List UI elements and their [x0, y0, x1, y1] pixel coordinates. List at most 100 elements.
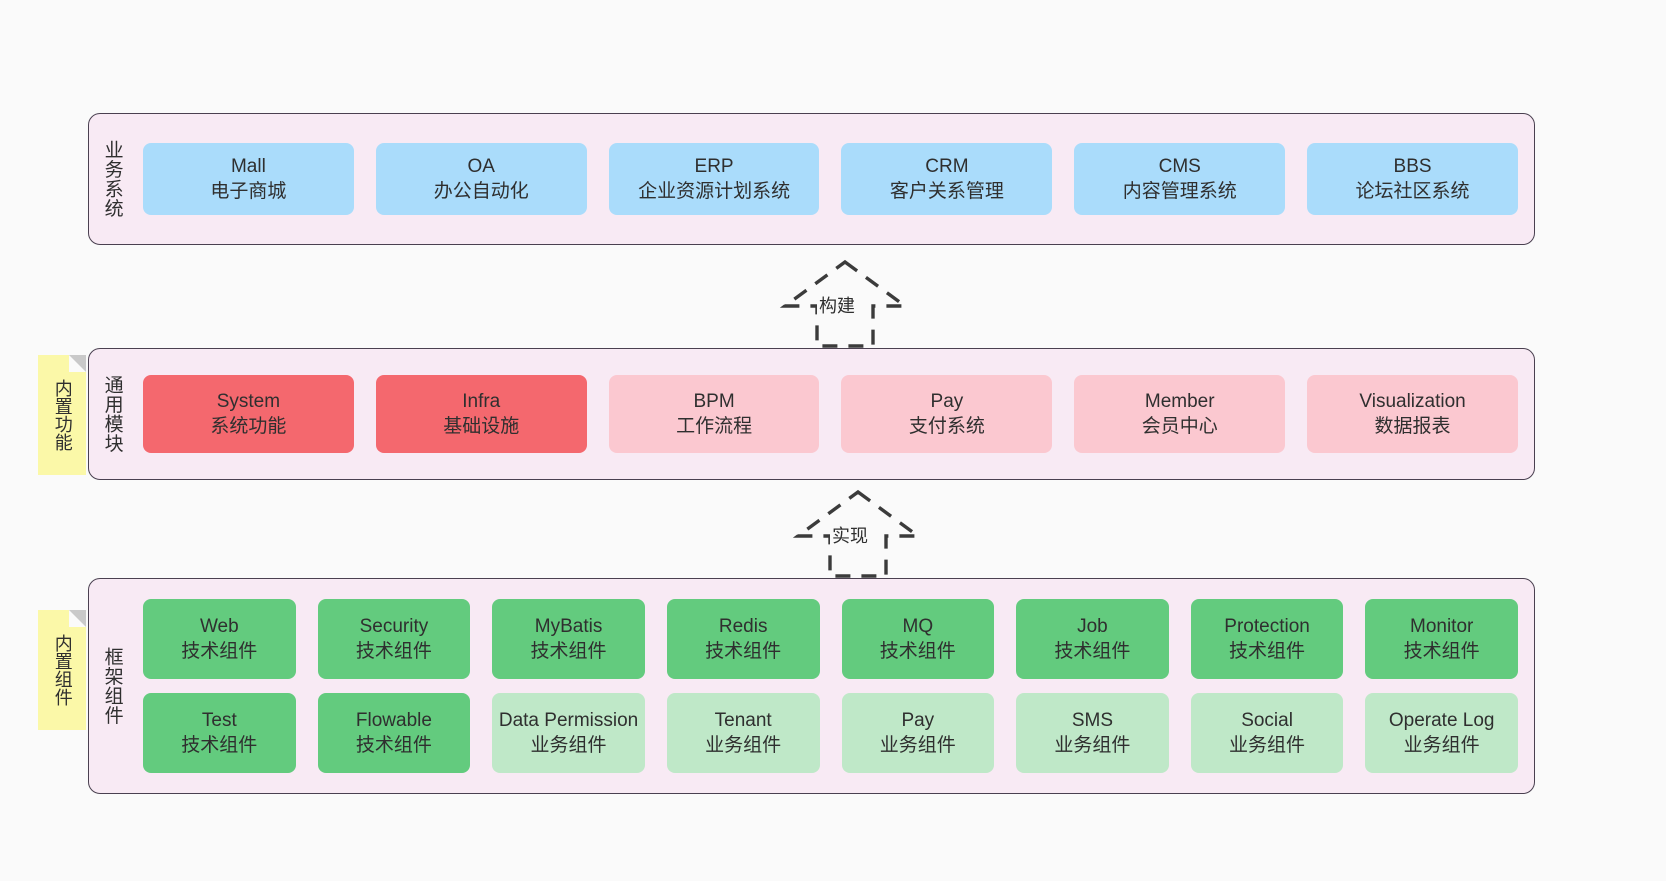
card-subtitle: 业务组件	[705, 735, 782, 756]
card-title: Mall	[230, 155, 266, 177]
card-title: Redis	[718, 615, 768, 637]
card-subtitle: 电子商城	[210, 181, 287, 202]
layer-business-systems: 业务系统 Mall 电子商城 OA 办公自动化 ERP 企业资源计划系统 CRM…	[88, 113, 1535, 245]
card-data-permission[interactable]: Data Permission 业务组件	[492, 693, 645, 773]
card-erp[interactable]: ERP 企业资源计划系统	[608, 143, 820, 215]
layer-body-module: System 系统功能 Infra 基础设施 BPM 工作流程 Pay 支付系统…	[135, 349, 1534, 479]
card-title: MQ	[902, 615, 934, 637]
card-subtitle: 技术组件	[1403, 641, 1480, 662]
card-title: Protection	[1224, 615, 1310, 637]
card-title: Test	[201, 709, 237, 731]
card-subtitle: 企业资源计划系统	[638, 181, 791, 202]
card-subtitle: 工作流程	[676, 416, 753, 437]
card-row: Mall 电子商城 OA 办公自动化 ERP 企业资源计划系统 CRM 客户关系…	[143, 143, 1518, 215]
card-mall[interactable]: Mall 电子商城	[143, 143, 354, 215]
card-subtitle: 技术组件	[1229, 641, 1306, 662]
card-pay-module[interactable]: Pay 支付系统	[841, 375, 1053, 453]
card-title: CRM	[925, 155, 969, 177]
card-test[interactable]: Test 技术组件	[143, 693, 296, 773]
card-subtitle: 业务组件	[1403, 735, 1480, 756]
card-bbs[interactable]: BBS 论坛社区系统	[1307, 143, 1518, 215]
card-subtitle: 技术组件	[181, 735, 258, 756]
card-security[interactable]: Security 技术组件	[317, 599, 471, 679]
card-title: Web	[199, 615, 239, 637]
layer-title-module: 通用模块	[101, 375, 123, 453]
card-subtitle: 技术组件	[355, 735, 432, 756]
connector-implement-label: 实现	[830, 522, 870, 548]
card-subtitle: 客户关系管理	[889, 181, 1004, 202]
connector-implement-arrow: 实现	[768, 488, 948, 580]
card-subtitle: 会员中心	[1141, 416, 1218, 437]
card-operate-log[interactable]: Operate Log 业务组件	[1365, 693, 1518, 773]
card-subtitle: 数据报表	[1374, 416, 1451, 437]
card-title: Pay	[930, 390, 964, 412]
card-title: Operate Log	[1388, 709, 1495, 731]
card-subtitle: 技术组件	[879, 641, 956, 662]
card-sms[interactable]: SMS 业务组件	[1016, 693, 1169, 773]
note-label: 内置组件	[52, 634, 73, 706]
card-cms[interactable]: CMS 内容管理系统	[1074, 143, 1286, 215]
card-subtitle: 支付系统	[908, 416, 985, 437]
card-subtitle: 业务组件	[879, 735, 956, 756]
card-subtitle: 论坛社区系统	[1355, 181, 1470, 202]
connector-build-arrow: 构建	[755, 258, 935, 350]
card-member[interactable]: Member 会员中心	[1074, 375, 1286, 453]
layer-body-framework: Web 技术组件 Security 技术组件 MyBatis 技术组件 Redi…	[135, 579, 1534, 793]
card-monitor[interactable]: Monitor 技术组件	[1365, 599, 1518, 679]
card-title: Pay	[901, 709, 935, 731]
card-title: SMS	[1071, 709, 1114, 731]
card-title: Social	[1241, 709, 1293, 731]
card-flowable[interactable]: Flowable 技术组件	[317, 693, 471, 773]
card-title: MyBatis	[534, 615, 603, 637]
card-title: Security	[359, 615, 429, 637]
card-subtitle: 办公自动化	[433, 181, 529, 202]
card-web[interactable]: Web 技术组件	[143, 599, 296, 679]
card-subtitle: 系统功能	[210, 416, 287, 437]
card-title: Tenant	[714, 709, 772, 731]
note-builtin-components: 内置组件	[38, 610, 86, 730]
card-protection[interactable]: Protection 技术组件	[1190, 599, 1344, 679]
card-tenant[interactable]: Tenant 业务组件	[666, 693, 820, 773]
card-title: System	[216, 390, 281, 412]
card-row: System 系统功能 Infra 基础设施 BPM 工作流程 Pay 支付系统…	[143, 375, 1518, 453]
layer-title-framework: 框架组件	[101, 647, 123, 725]
card-crm[interactable]: CRM 客户关系管理	[841, 143, 1053, 215]
card-subtitle: 业务组件	[530, 735, 607, 756]
layer-framework-components: 框架组件 Web 技术组件 Security 技术组件 MyBatis 技术组件…	[88, 578, 1535, 794]
card-title: Visualization	[1359, 390, 1466, 412]
card-title: ERP	[694, 155, 734, 177]
card-infra[interactable]: Infra 基础设施	[375, 375, 587, 453]
card-row: Web 技术组件 Security 技术组件 MyBatis 技术组件 Redi…	[143, 599, 1518, 679]
card-subtitle: 基础设施	[443, 416, 520, 437]
note-builtin-functions: 内置功能	[38, 355, 86, 475]
card-subtitle: 技术组件	[181, 641, 258, 662]
card-job[interactable]: Job 技术组件	[1016, 599, 1169, 679]
card-subtitle: 技术组件	[1054, 641, 1131, 662]
note-label: 内置功能	[52, 379, 73, 451]
layer-body-business: Mall 电子商城 OA 办公自动化 ERP 企业资源计划系统 CRM 客户关系…	[135, 114, 1534, 244]
card-title: Job	[1077, 615, 1108, 637]
card-social[interactable]: Social 业务组件	[1190, 693, 1344, 773]
connector-build-label: 构建	[817, 292, 857, 318]
card-title: OA	[467, 155, 495, 177]
card-visualization[interactable]: Visualization 数据报表	[1307, 375, 1518, 453]
card-oa[interactable]: OA 办公自动化	[375, 143, 587, 215]
card-pay-component[interactable]: Pay 业务组件	[841, 693, 995, 773]
card-title: Monitor	[1410, 615, 1474, 637]
card-subtitle: 技术组件	[355, 641, 432, 662]
card-redis[interactable]: Redis 技术组件	[666, 599, 820, 679]
card-system[interactable]: System 系统功能	[143, 375, 354, 453]
card-title: Infra	[462, 390, 501, 412]
card-subtitle: 技术组件	[530, 641, 607, 662]
card-row: Test 技术组件 Flowable 技术组件 Data Permission …	[143, 693, 1518, 773]
card-bpm[interactable]: BPM 工作流程	[608, 375, 820, 453]
card-mybatis[interactable]: MyBatis 技术组件	[492, 599, 645, 679]
layer-common-modules: 通用模块 System 系统功能 Infra 基础设施 BPM 工作流程 Pay…	[88, 348, 1535, 480]
card-title: BBS	[1393, 155, 1432, 177]
card-title: CMS	[1158, 155, 1201, 177]
card-title: Data Permission	[498, 709, 639, 731]
card-mq[interactable]: MQ 技术组件	[841, 599, 995, 679]
card-subtitle: 内容管理系统	[1122, 181, 1237, 202]
card-title: BPM	[693, 390, 735, 412]
